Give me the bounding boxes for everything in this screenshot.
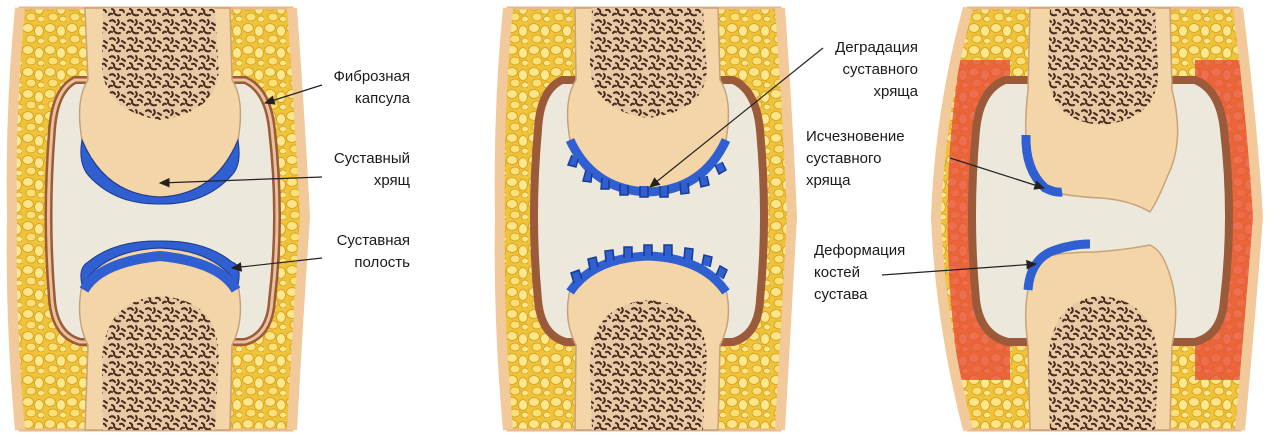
label-bone-deformation: Деформация костей сустава [814, 240, 934, 306]
label-cartilage-disappearance: Исчезновение суставного хряща [806, 126, 936, 192]
label-joint-cavity: Суставная полость [310, 230, 410, 274]
label-articular-cartilage: Суставный хрящ [310, 148, 410, 192]
label-fibrous-capsule: Фиброзная капсула [310, 66, 410, 110]
label-cartilage-degradation: Деградация суставного хряща [808, 37, 918, 103]
panel-degraded-joint [500, 8, 792, 430]
panel-normal-joint [12, 8, 305, 430]
panel-arthritic-joint [936, 8, 1258, 430]
